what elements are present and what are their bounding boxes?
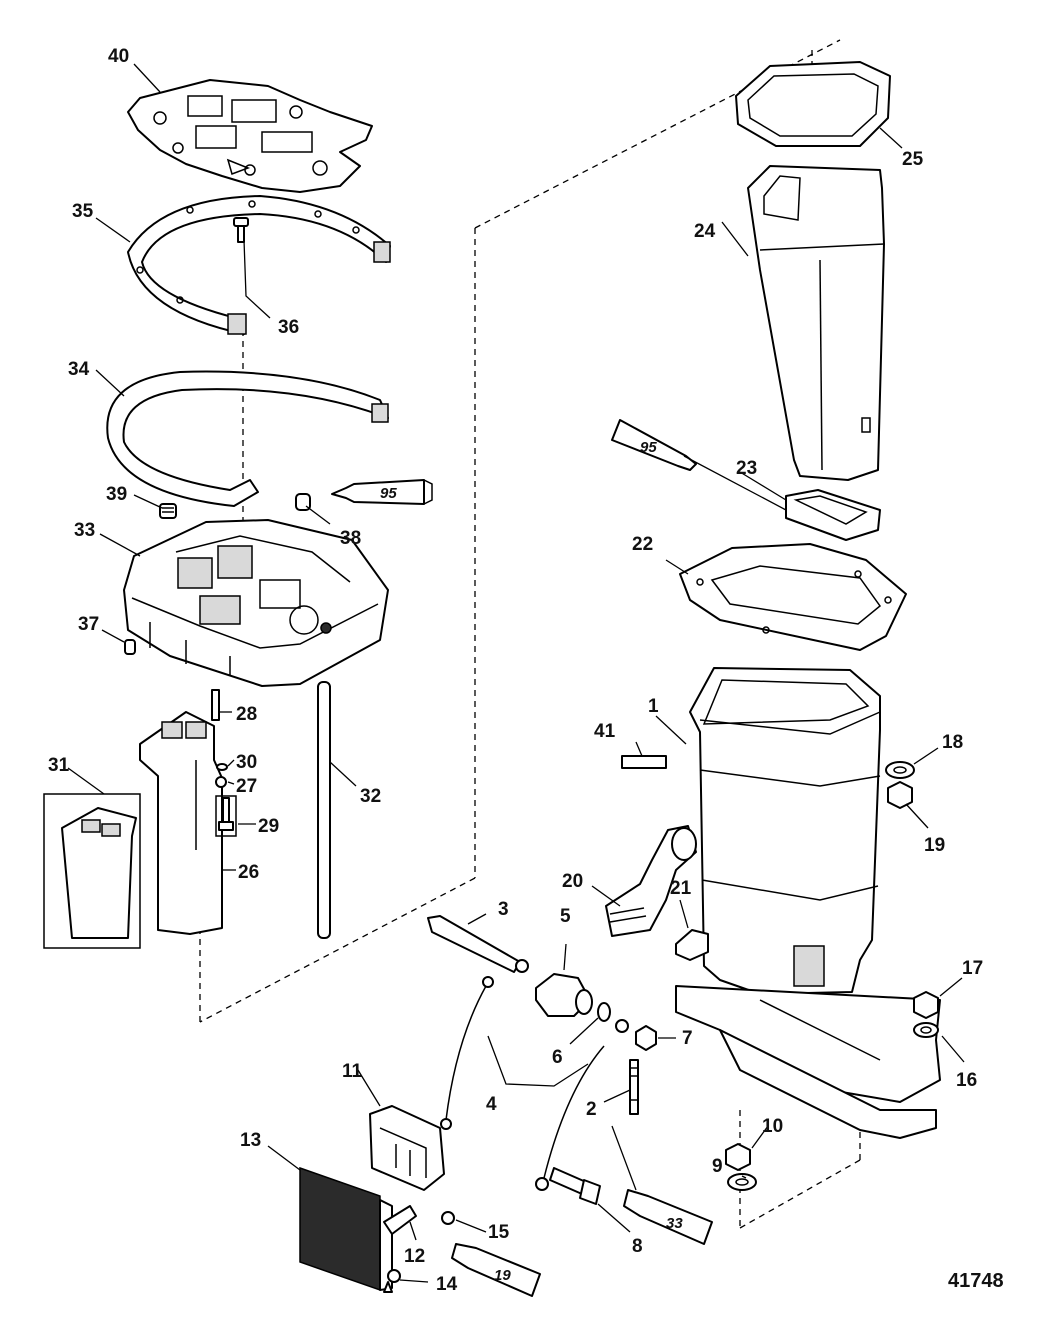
callout-6: 6 <box>552 1047 563 1068</box>
part-7-nut <box>635 1025 657 1051</box>
callout-15: 15 <box>488 1222 510 1243</box>
part-20-water-tube <box>605 825 697 937</box>
callout-29: 29 <box>258 816 279 837</box>
callout-10: 10 <box>762 1116 783 1137</box>
callout-33: 33 <box>74 520 95 541</box>
part-35-upper-seal-frame <box>127 195 391 335</box>
part-28-stud <box>211 689 220 721</box>
part-17-nut <box>913 991 939 1019</box>
part-40-adapter-plate-gasket <box>127 79 373 193</box>
part-6-washer <box>597 1002 611 1022</box>
callout-39: 39 <box>106 484 127 505</box>
callout-13: 13 <box>240 1130 261 1151</box>
part-16-washer <box>913 1022 939 1038</box>
callout-16: 16 <box>956 1070 977 1091</box>
callout-30: 30 <box>236 752 257 773</box>
leader-lines <box>67 63 965 1283</box>
figure-number: 41748 <box>948 1270 1004 1292</box>
part-22-gasket <box>679 543 907 651</box>
callout-19: 19 <box>924 835 945 856</box>
callout-21: 21 <box>670 878 692 899</box>
tube-95-label-left: 95 <box>380 485 397 502</box>
part-24-upper-exhaust-housing <box>747 165 885 481</box>
part-33-adapter-plate <box>123 519 389 687</box>
callout-28: 28 <box>236 704 257 725</box>
callout-27: 27 <box>236 776 257 797</box>
sealant-tube-95-left: 95 <box>331 479 433 505</box>
part-14-screw <box>383 1269 401 1293</box>
part-37-dowel-pin <box>124 639 136 655</box>
callout-38: 38 <box>340 528 361 549</box>
part-10-nut <box>725 1143 751 1171</box>
callout-22: 22 <box>632 534 653 555</box>
callout-3: 3 <box>498 899 509 920</box>
callout-4: 4 <box>486 1094 497 1115</box>
callout-36: 36 <box>278 317 299 338</box>
part-41-decal <box>621 755 667 769</box>
part-29-bolt-group <box>215 795 237 837</box>
part-19-nut-upper <box>887 781 913 809</box>
part-13-anode <box>299 1166 393 1292</box>
part-3-bolt <box>427 915 529 973</box>
callout-34: 34 <box>68 359 90 380</box>
callout-35: 35 <box>72 201 94 222</box>
callout-7: 7 <box>682 1028 693 1049</box>
callout-24: 24 <box>694 221 716 242</box>
callout-9: 9 <box>712 1156 723 1177</box>
part-2-stud <box>629 1059 639 1115</box>
callout-25: 25 <box>902 149 924 170</box>
callout-37: 37 <box>78 614 99 635</box>
part-21-grommet <box>675 929 709 961</box>
part-34-drive-shaft-housing-seal <box>106 370 389 507</box>
part-4-ground-straps <box>440 976 629 1191</box>
callout-14: 14 <box>436 1274 458 1295</box>
callout-8: 8 <box>632 1236 643 1257</box>
part-39-plug <box>159 503 177 519</box>
part-18-washer <box>885 761 915 779</box>
callout-11: 11 <box>342 1061 363 1082</box>
callout-1: 1 <box>648 696 659 717</box>
part-36-screw <box>233 217 249 243</box>
part-9-washer <box>727 1173 757 1191</box>
part-26-exhaust-tube <box>139 711 223 935</box>
sealant-tube-95-right: 95 <box>611 419 697 471</box>
callout-labels: 40 35 36 34 39 33 38 37 28 31 30 27 29 2… <box>48 46 1004 1295</box>
tube-33-label: 33 <box>666 1215 683 1232</box>
callout-41: 41 <box>594 721 616 742</box>
part-15-nut <box>441 1211 455 1225</box>
part-1-driveshaft-housing <box>675 667 941 1139</box>
callout-17: 17 <box>962 958 983 979</box>
sealant-tube-33: 33 <box>623 1189 713 1245</box>
callout-32: 32 <box>360 786 381 807</box>
part-31-exhaust-tube-kit <box>43 793 141 949</box>
sealant-tube-19: 19 <box>451 1243 541 1297</box>
part-23-seal <box>785 489 881 541</box>
callout-12: 12 <box>404 1246 425 1267</box>
callout-20: 20 <box>562 871 583 892</box>
part-32-tube <box>317 681 331 939</box>
part-12-screw <box>383 1205 417 1235</box>
callout-23: 23 <box>736 458 757 479</box>
callout-40: 40 <box>108 46 129 67</box>
part-8-bolt <box>549 1167 601 1205</box>
callout-31: 31 <box>48 755 70 776</box>
part-11-bracket <box>369 1105 445 1191</box>
tube-19-label: 19 <box>494 1267 511 1284</box>
part-27-nut <box>215 776 227 788</box>
callout-5: 5 <box>560 906 571 927</box>
part-5-mount <box>535 973 593 1017</box>
callout-18: 18 <box>942 732 963 753</box>
callout-2: 2 <box>586 1099 597 1120</box>
part-25-seal <box>735 61 891 147</box>
tube-95-label-right: 95 <box>640 439 657 456</box>
part-30-washer <box>216 763 228 771</box>
callout-26: 26 <box>238 862 259 883</box>
